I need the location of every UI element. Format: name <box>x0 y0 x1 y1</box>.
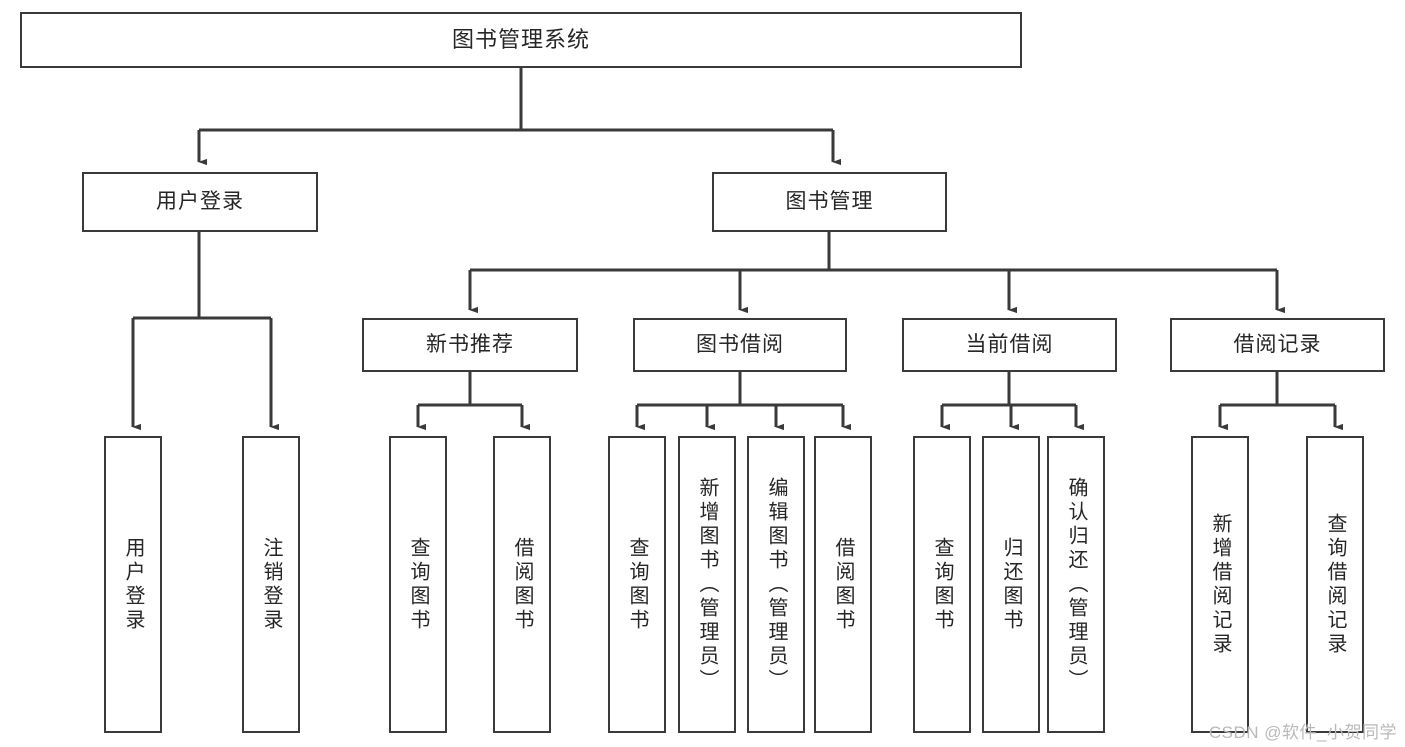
node-label: 确认归还（管理员） <box>1065 476 1087 693</box>
node-label: 查询图书 <box>931 536 953 633</box>
node-label: 用户登录 <box>156 190 244 214</box>
node-leaf-borrow-book-1[interactable]: 借阅图书 <box>493 436 551 733</box>
node-leaf-query-book-2[interactable]: 查询图书 <box>608 436 666 733</box>
node-leaf-user-login[interactable]: 用户登录 <box>104 436 162 733</box>
node-label: 查询图书 <box>407 536 429 633</box>
node-label: 图书管理 <box>785 190 874 214</box>
node-label: 归还图书 <box>1000 536 1022 633</box>
node-leaf-logout-login[interactable]: 注销登录 <box>242 436 300 733</box>
node-label: 图书管理系统 <box>451 26 590 52</box>
node-label: 借阅图书 <box>832 536 854 633</box>
node-root-book-management-system[interactable]: 图书管理系统 <box>20 12 1022 68</box>
node-new-book-recommend[interactable]: 新书推荐 <box>362 318 578 372</box>
node-current-borrow[interactable]: 当前借阅 <box>902 318 1117 372</box>
node-leaf-query-book-1[interactable]: 查询图书 <box>389 436 447 733</box>
node-label: 注销登录 <box>260 536 282 633</box>
node-label: 编辑图书（管理员） <box>765 476 787 693</box>
node-leaf-borrow-book-2[interactable]: 借阅图书 <box>814 436 872 733</box>
node-leaf-add-borrow-record[interactable]: 新增借阅记录 <box>1191 436 1249 733</box>
node-leaf-query-borrow-record[interactable]: 查询借阅记录 <box>1306 436 1364 733</box>
node-label: 查询图书 <box>626 536 648 633</box>
node-label: 用户登录 <box>122 536 144 633</box>
node-book-borrow[interactable]: 图书借阅 <box>633 318 847 372</box>
node-leaf-edit-book-admin[interactable]: 编辑图书（管理员） <box>747 436 805 733</box>
node-user-login[interactable]: 用户登录 <box>82 172 318 232</box>
node-leaf-add-book-admin[interactable]: 新增图书（管理员） <box>678 436 736 733</box>
node-label: 新增图书（管理员） <box>696 476 718 693</box>
node-label: 查询借阅记录 <box>1324 512 1346 657</box>
node-label: 借阅图书 <box>511 536 533 633</box>
node-borrow-record[interactable]: 借阅记录 <box>1170 318 1385 372</box>
node-leaf-confirm-return-admin[interactable]: 确认归还（管理员） <box>1047 436 1105 733</box>
node-leaf-return-book[interactable]: 归还图书 <box>982 436 1040 733</box>
node-label: 借阅记录 <box>1233 333 1322 357</box>
node-label: 新增借阅记录 <box>1209 512 1231 657</box>
node-leaf-query-book-3[interactable]: 查询图书 <box>913 436 971 733</box>
node-book-manage[interactable]: 图书管理 <box>712 172 947 232</box>
node-label: 当前借阅 <box>965 333 1054 357</box>
node-label: 图书借阅 <box>696 333 784 357</box>
node-label: 新书推荐 <box>426 333 514 357</box>
